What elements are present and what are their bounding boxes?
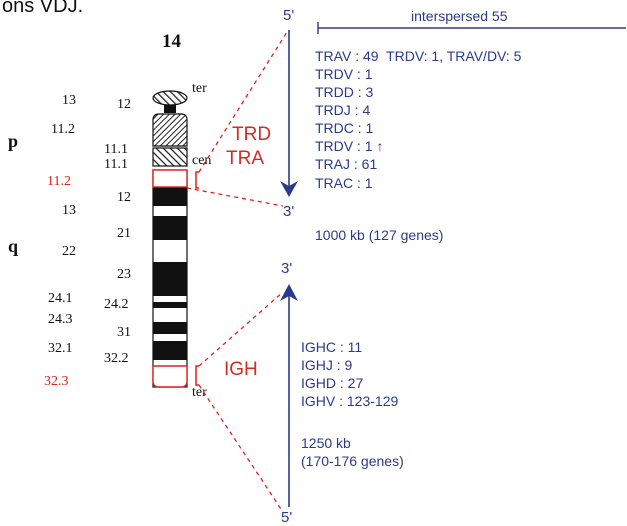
zoom-lines [187, 32, 287, 512]
q-band-dark [153, 322, 187, 334]
band-label: 12 [117, 97, 131, 112]
gene-entry: TRAJ : 61 [315, 156, 377, 172]
q-arm-label: q [8, 236, 18, 256]
stalk-band [164, 105, 176, 113]
band-label: 13 [62, 93, 76, 108]
igh-bracket [196, 366, 199, 385]
header-fragment: ons VDJ. [2, 0, 83, 17]
gene-entry: IGHV : 123-129 [301, 393, 398, 409]
band-label: 32.2 [104, 351, 129, 366]
trd-label: TRD [232, 124, 271, 145]
band-label: 11.2 [51, 122, 75, 137]
tra-label: TRA [226, 148, 264, 169]
igh-locus-gene-count: (170-176 genes) [301, 453, 404, 469]
outer-band-labels: 13 11.2 11.2 13 22 24.1 24.3 32.1 32.3 [44, 93, 76, 389]
band-label: 32.1 [48, 341, 73, 356]
tra-locus-size: 1000 kb (127 genes) [315, 227, 443, 243]
band-label: 31 [117, 325, 131, 340]
chromosome-ideogram [153, 91, 187, 387]
chromosome-number: 14 [162, 31, 182, 52]
gene-entry: IGHJ : 9 [301, 357, 353, 373]
zoom-line [199, 292, 283, 366]
band-label: 23 [117, 267, 131, 282]
band-label: 11.1 [104, 142, 128, 157]
tra-bracket [196, 172, 199, 188]
bottom-arrow-5prime: 5' [281, 509, 292, 526]
top-arrow-3prime: 3' [283, 203, 294, 220]
q-band-dark [153, 302, 187, 308]
ter-top-label: ter [192, 81, 207, 96]
top-arrow-5prime: 5' [283, 7, 294, 24]
gene-entry: TRDJ : 4 [315, 102, 370, 118]
ter-bottom-label: ter [192, 385, 207, 400]
gene-entry: IGHD : 27 [301, 375, 363, 391]
band-label: 22 [62, 244, 76, 259]
igh-locus-size: 1250 kb [301, 435, 351, 451]
igh-gene-list: IGHC : 11 IGHJ : 9 IGHD : 27 IGHV : 123-… [301, 339, 398, 409]
zoom-line [187, 188, 283, 206]
tra-gene-list: TRAV : 49 TRDV: 1, TRAV/DV: 5 TRDV : 1 T… [315, 48, 522, 191]
band-label: 13 [62, 203, 76, 218]
band-label: 21 [117, 226, 131, 241]
interspersed-label: interspersed 55 [411, 8, 508, 24]
band-label: 11.2 [47, 174, 71, 189]
band-label: 24.2 [104, 297, 129, 312]
gene-entry: TRDV : 1 [315, 66, 373, 82]
gene-entry: TRAC : 1 [315, 175, 373, 191]
gene-entry: TRDC : 1 [315, 120, 374, 136]
q-band-dark [153, 341, 187, 360]
band-label: 11.1 [104, 157, 128, 172]
band-label: 12 [117, 190, 131, 205]
zoom-line [199, 385, 283, 512]
band-label: 32.3 [44, 374, 69, 389]
gene-entry: IGHC : 11 [301, 339, 362, 355]
p-arm-band [153, 114, 187, 146]
tra-locus-box [153, 170, 187, 187]
igh-label: IGH [224, 359, 258, 380]
gene-entry: TRAV : 49 TRDV: 1, TRAV/DV: 5 [315, 48, 522, 64]
centromere-band [153, 148, 187, 166]
band-label: 24.3 [48, 312, 73, 327]
satellite-band [153, 91, 187, 105]
q-band-dark [153, 216, 187, 240]
p-arm-label: p [8, 131, 18, 151]
q-band-dark [153, 262, 187, 296]
igh-locus-arrow [280, 284, 298, 507]
igh-locus-box [153, 366, 187, 387]
cen-label: cen [192, 153, 211, 168]
gene-entry: TRDD : 3 [315, 84, 374, 100]
inner-band-labels: 12 11.1 11.1 12 21 23 24.2 31 32.2 [104, 97, 131, 366]
gene-entry: TRDV : 1 ↑ [315, 138, 383, 154]
tra-locus-arrow [280, 30, 298, 197]
band-label: 24.1 [48, 291, 73, 306]
bottom-arrow-3prime: 3' [281, 260, 292, 277]
q-band-dark [153, 187, 187, 206]
